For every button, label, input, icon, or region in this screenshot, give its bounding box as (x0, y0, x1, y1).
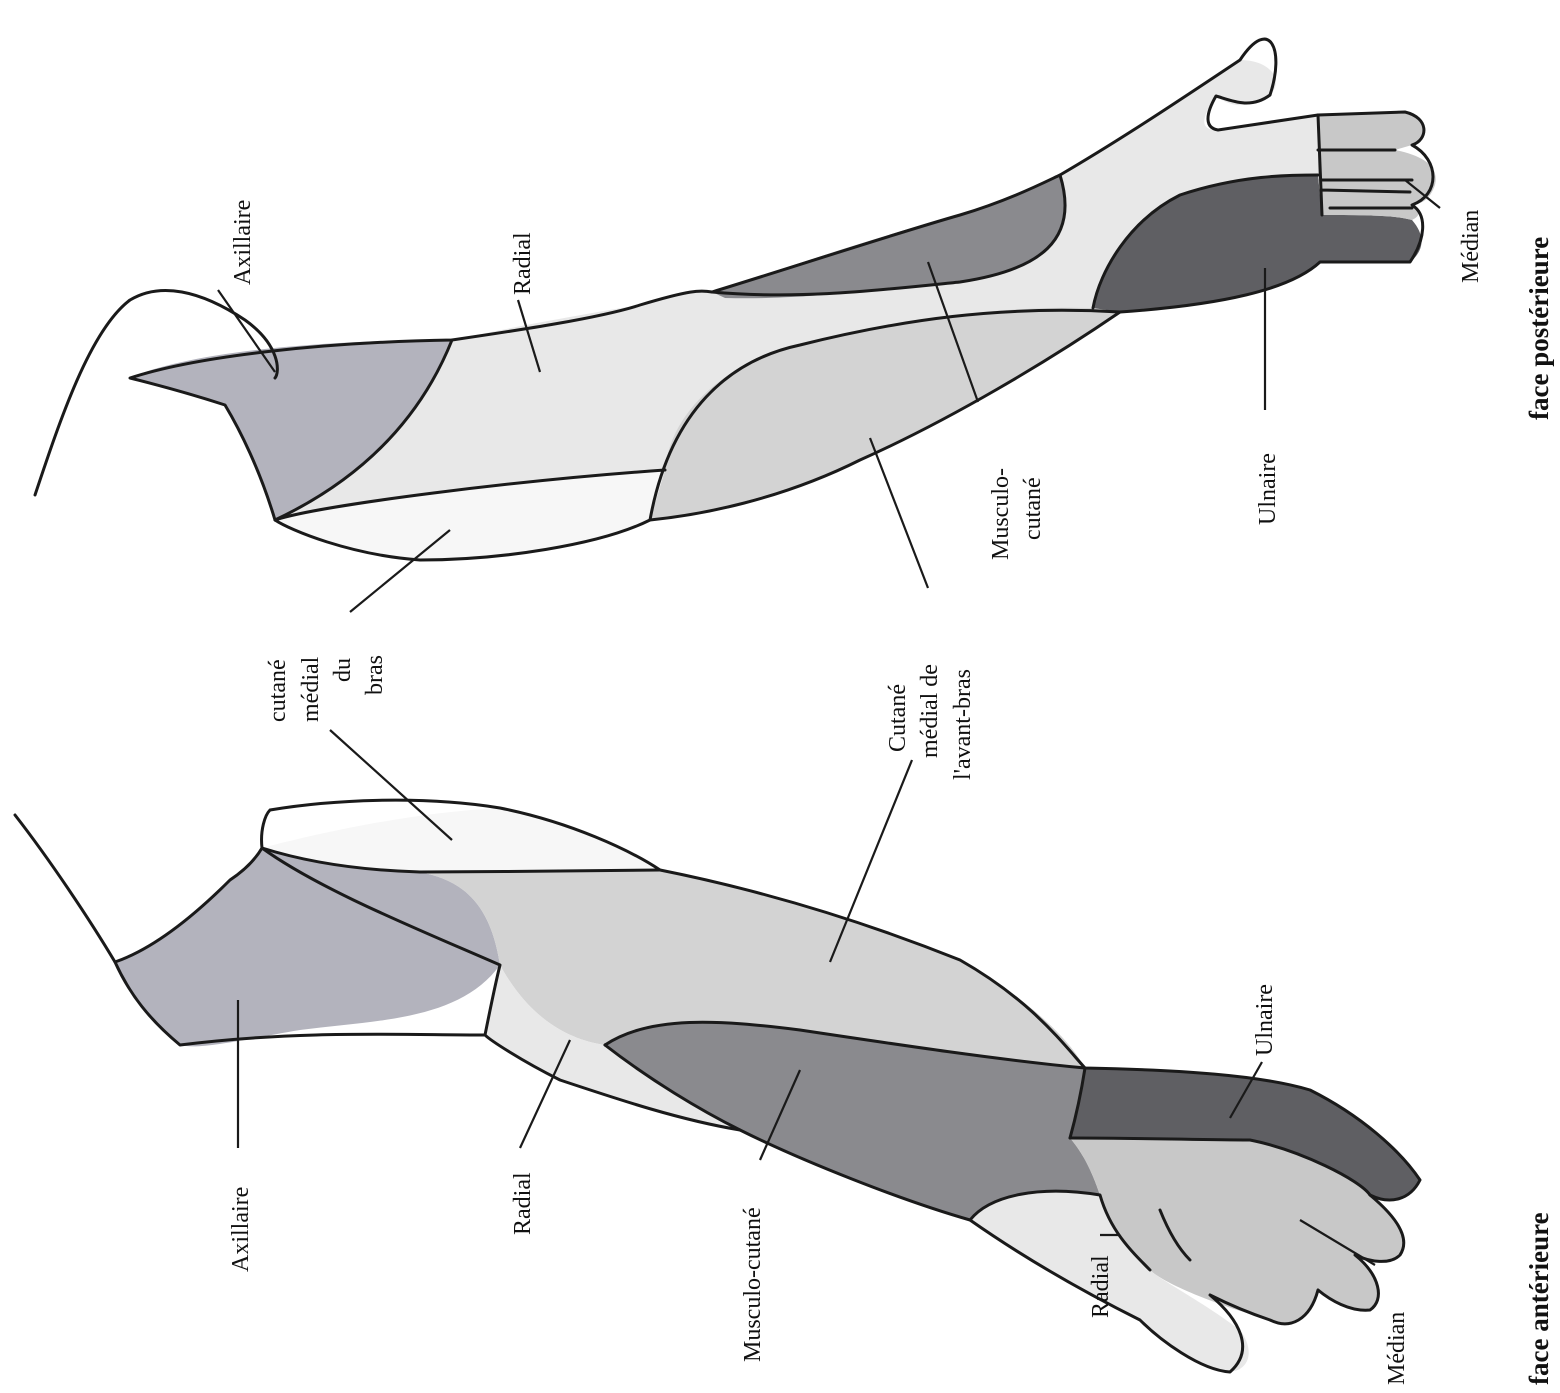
anterior-label-median: Médian (1384, 1312, 1410, 1385)
label-avant-bras-2: médial de (917, 664, 943, 758)
label-medial-bras-1: cutané (265, 659, 291, 722)
label-medial-bras-2: médial (298, 656, 324, 722)
posterior-label-ulnaire: Ulnaire (1255, 453, 1281, 525)
posterior-label-axillaire: Axillaire (230, 200, 256, 285)
label-avant-bras-3: l'avant-bras (950, 669, 976, 780)
anterior-label-musculo: Musculo-cutané (740, 1207, 766, 1362)
posterior-label-median: Médian (1458, 210, 1484, 283)
posterior-label-musculo-1: Musculo- (988, 468, 1014, 560)
posterior-label-musculo-2: cutané (1020, 477, 1046, 540)
posterior-caption: face postérieure (1524, 237, 1554, 420)
label-medial-bras-4: bras (362, 655, 388, 695)
anterior-caption: face antérieure (1524, 1212, 1554, 1385)
anterior-label-ulnaire: Ulnaire (1252, 984, 1278, 1056)
posterior-label-radial: Radial (510, 232, 536, 295)
anterior-label-axillaire: Axillaire (228, 1187, 254, 1272)
label-medial-bras-3: du (330, 658, 356, 682)
label-avant-bras-1: Cutané (885, 684, 911, 752)
anterior-label-radial-hand: Radial (1088, 1255, 1114, 1318)
anterior-label-radial-arm: Radial (510, 1172, 536, 1235)
